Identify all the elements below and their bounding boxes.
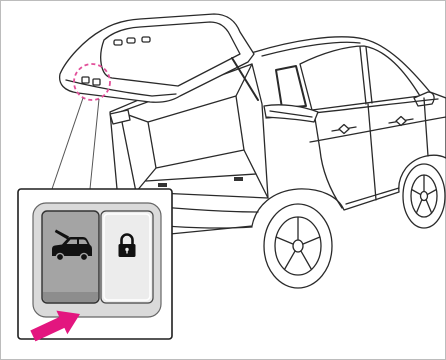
leader-line: [52, 98, 83, 189]
tie-down-hook: [234, 177, 243, 181]
button-shadow: [43, 292, 98, 302]
rear-hub: [293, 240, 303, 252]
rear-wheel: [264, 204, 332, 288]
lock-keyhole-slot: [126, 250, 127, 254]
tailgate-lamp: [142, 37, 150, 42]
callout-leader-lines: [52, 98, 99, 189]
tie-down-hook: [158, 183, 167, 187]
tailgate-switch: [82, 77, 89, 83]
tailgate-lamp: [127, 38, 135, 43]
icon-car-wheel: [80, 253, 87, 260]
front-wheel: [403, 164, 445, 228]
leader-line: [90, 99, 99, 189]
tailgate-close-button: [42, 211, 99, 303]
icon-car-wheel: [56, 253, 63, 260]
switch-callout: [18, 189, 172, 348]
tailgate-lamp: [114, 40, 122, 45]
tailgate-switch: [93, 79, 100, 85]
